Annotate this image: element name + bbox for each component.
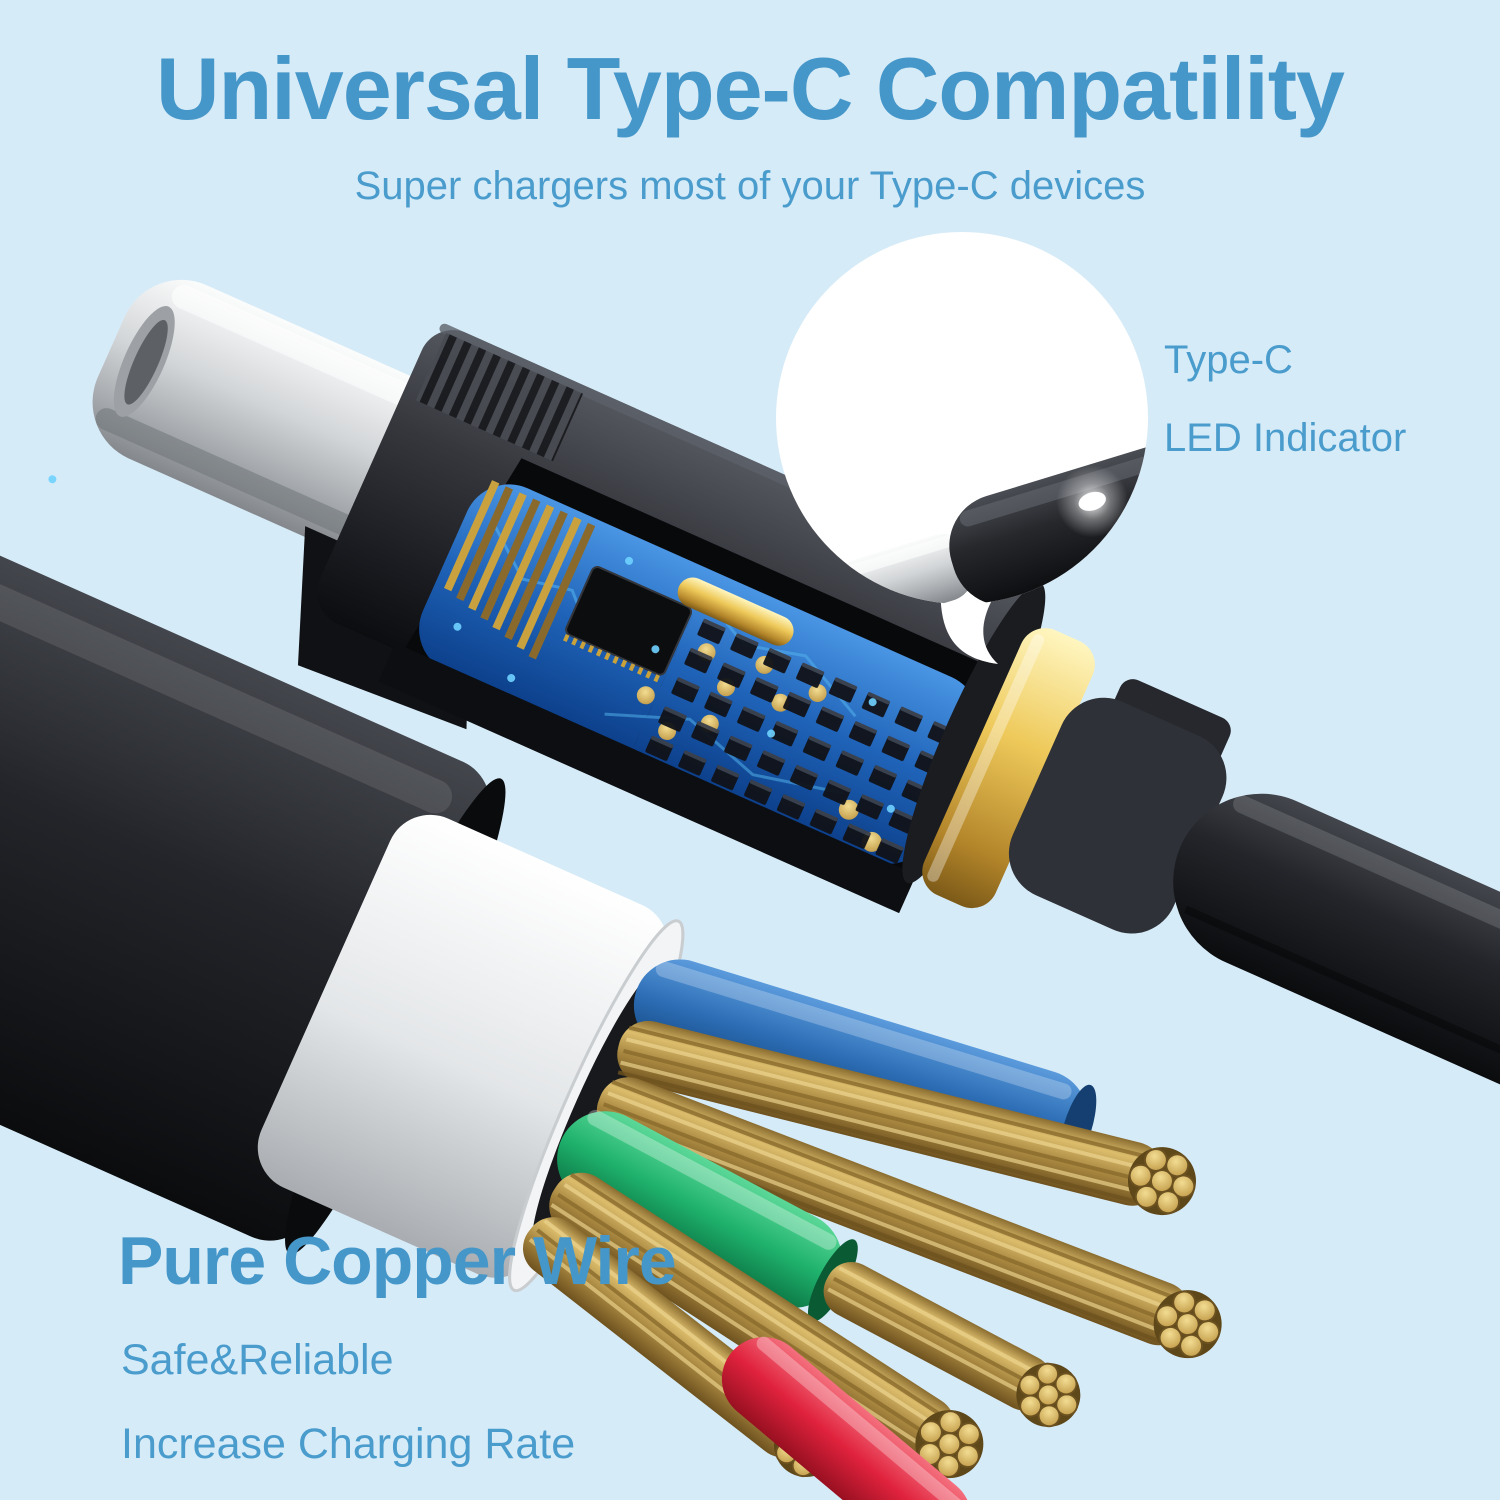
cable-cross-section-cutaway bbox=[0, 372, 1231, 1500]
pcb-chip bbox=[562, 566, 693, 683]
speech-bubble-callout bbox=[776, 232, 1148, 664]
housing-bottom-strip bbox=[378, 642, 917, 914]
red-wire bbox=[721, 1336, 972, 1500]
glow-dots bbox=[48, 475, 895, 813]
led-indicator-dot bbox=[1078, 491, 1106, 511]
copper-wire-bundle bbox=[617, 1020, 1203, 1220]
page-subtitle: Super chargers most of your Type-C devic… bbox=[354, 164, 1146, 208]
feature-heading: Pure Copper Wire bbox=[118, 1223, 677, 1299]
callout-label-type-c: Type-C bbox=[1164, 338, 1293, 382]
cable-strain-relief bbox=[1008, 679, 1231, 934]
page-title: Universal Type-C Compatility bbox=[156, 39, 1345, 138]
callout-label-led-indicator: LED Indicator bbox=[1164, 416, 1407, 460]
feature-point: Safe&Reliable bbox=[121, 1336, 394, 1384]
feature-point: Increase Charging Rate bbox=[121, 1420, 576, 1468]
gold-ring bbox=[922, 628, 1095, 909]
pcb-board bbox=[48, 475, 979, 873]
housing-end-cap bbox=[902, 582, 1046, 884]
gold-component bbox=[677, 577, 794, 646]
cable-to-the-right bbox=[1173, 793, 1500, 1232]
gold-finger-contacts bbox=[444, 480, 596, 660]
smd-components bbox=[632, 608, 970, 873]
green-wire bbox=[557, 1109, 1091, 1436]
